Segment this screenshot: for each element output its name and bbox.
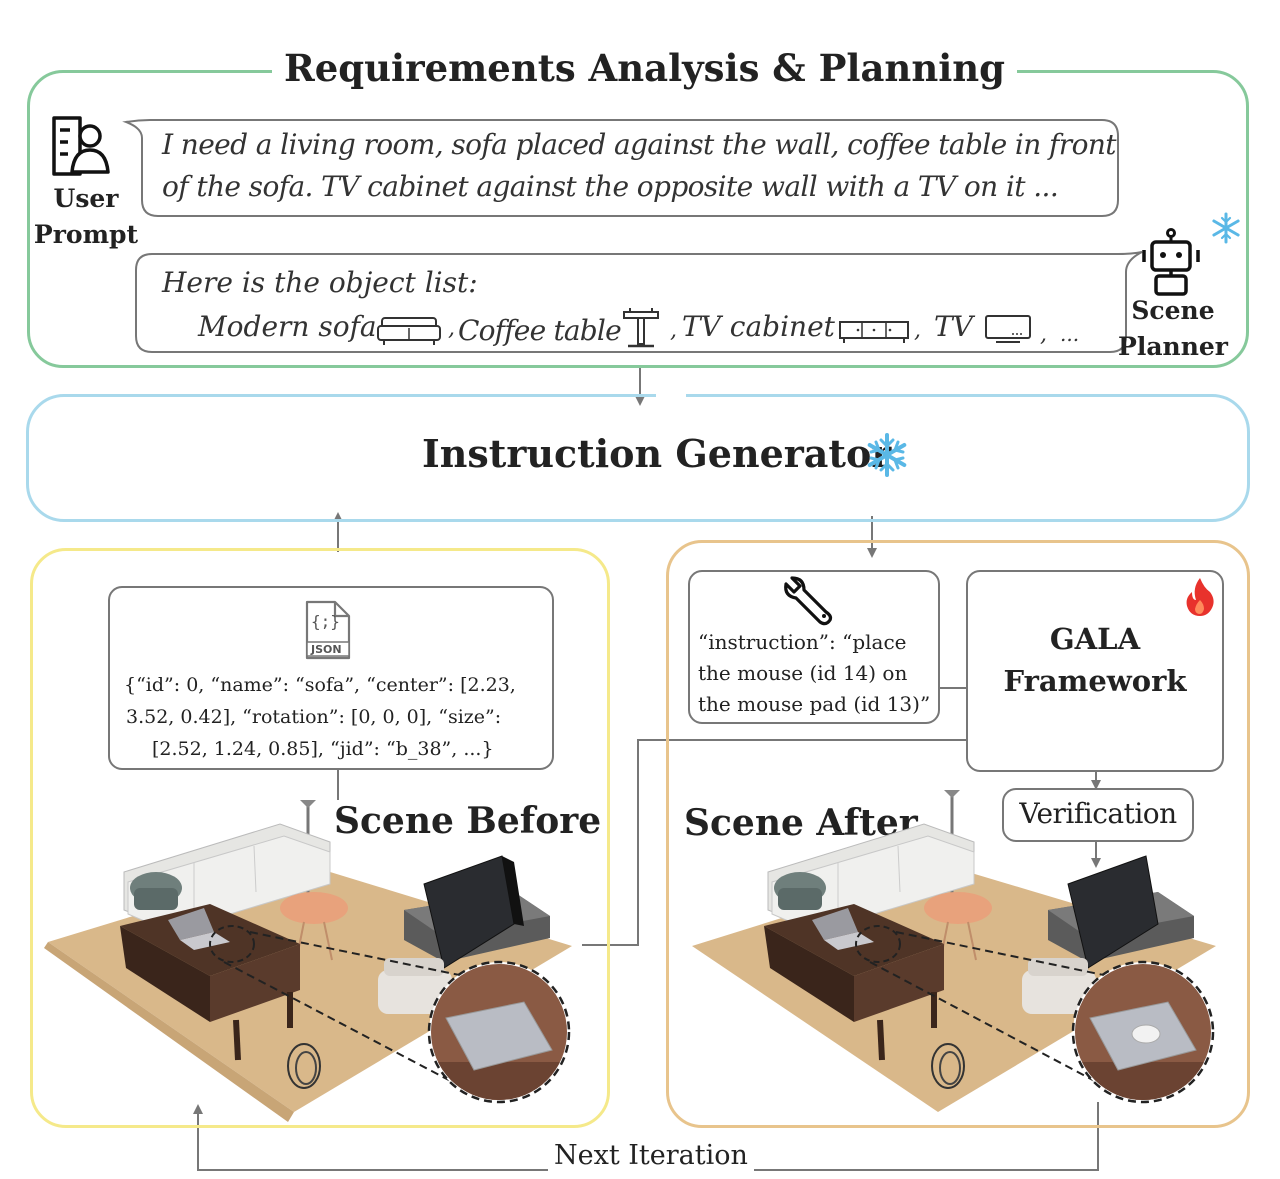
json-line1: {“id”: 0, “name”: “sofa”, “center”: [2.2… — [124, 674, 516, 696]
next-iteration-label: Next Iteration — [548, 1140, 754, 1171]
user-prompt-line2: of the sofa. TV cabinet against the oppo… — [162, 170, 1059, 203]
scene-after-title: Scene After — [684, 802, 918, 844]
object-label-tv-cabinet: TV cabinet — [682, 310, 835, 343]
instruction-line2: the mouse (id 14) on — [698, 661, 908, 685]
object-sep-2: , — [670, 318, 677, 343]
object-sep-1: , — [448, 316, 455, 341]
object-label-sofa: Modern sofa — [198, 310, 377, 343]
requirements-title: Requirements Analysis & Planning — [272, 46, 1018, 90]
snowflake-icon — [1210, 212, 1242, 244]
instruction-generator-panel — [26, 394, 1250, 522]
scene-before-render — [44, 792, 584, 1122]
scene-label: Scene — [1131, 296, 1215, 325]
instruction-line3: the mouse pad (id 13)” — [698, 692, 931, 716]
planner-label: Planner — [1118, 332, 1228, 361]
instruction-box — [688, 570, 940, 724]
fire-icon — [1184, 576, 1216, 616]
verification-box — [1002, 788, 1194, 842]
user-label: User — [53, 184, 119, 213]
tv-icon — [984, 314, 1032, 344]
robot-icon — [1140, 228, 1202, 298]
json-line2: 3.52, 0.42], “rotation”: [0, 0, 0], “siz… — [126, 706, 502, 728]
object-sep-3: , — [914, 318, 921, 343]
arrow-scene-before-to-gala — [582, 735, 976, 946]
sofa-icon — [376, 314, 442, 346]
wrench-icon — [780, 574, 834, 628]
json-file-icon — [303, 600, 351, 660]
planner-response-line1: Here is the object list: — [162, 266, 478, 299]
generator-gap-mask — [656, 380, 686, 410]
framework-line1: GALA — [1049, 622, 1141, 656]
json-line3: [2.52, 1.24, 0.85], “jid”: “b_38”, ...} — [152, 738, 494, 760]
scene-before-title: Scene Before — [334, 800, 602, 842]
object-sep-4: , — [1040, 322, 1047, 347]
scene-after-render — [688, 786, 1228, 1116]
prompt-label: Prompt — [33, 220, 139, 249]
user-prompt-bubble — [122, 116, 1122, 220]
scene-after-panel — [666, 540, 1250, 1128]
object-ellipsis: ... — [1060, 322, 1080, 346]
user-prompt-icon — [50, 116, 112, 178]
framework-line2: Framework — [1003, 664, 1187, 698]
object-label-coffee-table: Coffee table — [458, 314, 622, 347]
json-icon-braces: {;} — [311, 612, 340, 631]
gala-framework-box — [966, 570, 1224, 772]
instruction-line1: “instruction”: “place — [698, 630, 907, 654]
instruction-generator-title: Instruction Generator — [422, 431, 892, 476]
tv-cabinet-icon — [838, 318, 910, 344]
verification-label: Verification — [1019, 797, 1177, 830]
object-label-tv: TV — [934, 310, 973, 343]
snowflake-icon — [864, 432, 910, 478]
scene-before-panel — [30, 548, 610, 1128]
user-prompt-line1: I need a living room, sofa placed agains… — [162, 128, 1117, 161]
coffee-table-icon — [620, 306, 662, 350]
json-icon-label: JSON — [311, 643, 342, 656]
